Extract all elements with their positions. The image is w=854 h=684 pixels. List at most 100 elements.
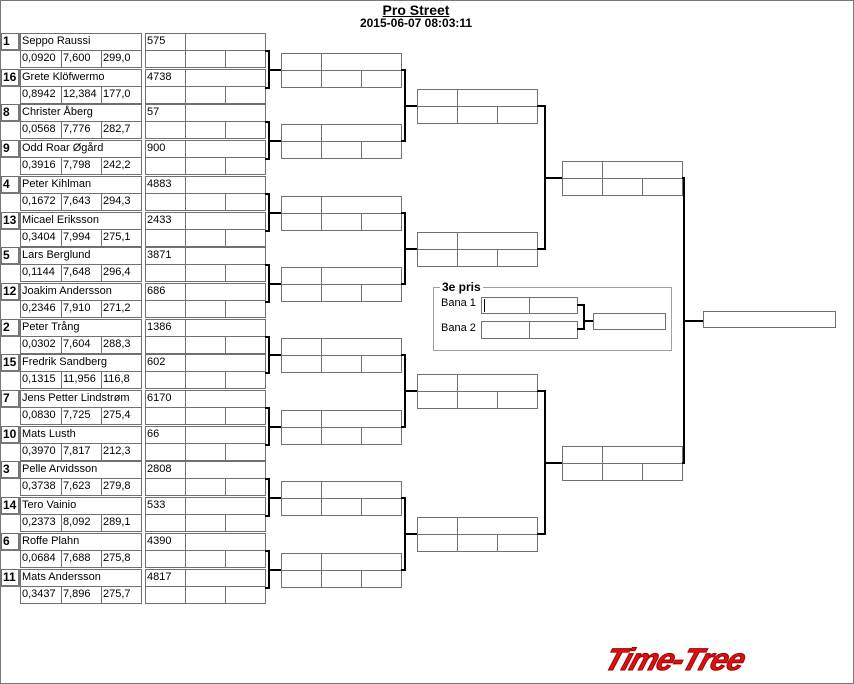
round2-match-et-cell[interactable] [321, 284, 362, 302]
round2-match-time-cell[interactable] [321, 196, 402, 214]
result-cell[interactable] [225, 121, 266, 139]
result-cell[interactable] [185, 586, 226, 604]
result-cell[interactable] [185, 229, 226, 247]
round3-match-time-cell[interactable] [457, 517, 538, 535]
semifinal-match-lane-cell[interactable] [562, 161, 603, 179]
round3-match-rt-cell[interactable] [417, 391, 458, 409]
round2-match-et-cell[interactable] [321, 213, 362, 231]
round2-match-time-cell[interactable] [321, 267, 402, 285]
result-cell[interactable] [225, 229, 266, 247]
result-cell[interactable] [225, 193, 266, 211]
result-cell[interactable] [185, 247, 266, 265]
result-cell[interactable] [185, 212, 266, 230]
result-cell[interactable] [145, 586, 186, 604]
result-cell[interactable] [225, 157, 266, 175]
result-cell[interactable] [225, 550, 266, 568]
round2-match-lane-cell[interactable] [281, 338, 322, 356]
round2-match-time-cell[interactable] [321, 53, 402, 71]
result-cell[interactable] [185, 443, 226, 461]
result-cell[interactable] [225, 371, 266, 389]
round3-match-speed-cell[interactable] [497, 106, 538, 124]
round2-match-time-cell[interactable] [321, 553, 402, 571]
result-cell[interactable] [145, 264, 186, 282]
result-cell[interactable] [225, 336, 266, 354]
result-cell[interactable] [185, 176, 266, 194]
result-cell[interactable] [145, 300, 186, 318]
final-winner-box[interactable] [703, 311, 836, 328]
result-cell[interactable] [185, 478, 226, 496]
semifinal-match-speed-cell[interactable] [642, 463, 683, 481]
round2-match-lane-cell[interactable] [281, 481, 322, 499]
third-prize-result-box[interactable] [593, 313, 666, 330]
round3-match-lane-cell[interactable] [417, 517, 458, 535]
round2-match-speed-cell[interactable] [361, 498, 402, 516]
result-cell[interactable] [185, 550, 226, 568]
semifinal-match-time-cell[interactable] [602, 446, 683, 464]
round3-match-lane-cell[interactable] [417, 374, 458, 392]
round3-match-et-cell[interactable] [457, 391, 498, 409]
round3-match-time-cell[interactable] [457, 232, 538, 250]
round2-match-speed-cell[interactable] [361, 213, 402, 231]
round2-match-time-cell[interactable] [321, 481, 402, 499]
result-cell[interactable] [185, 569, 266, 587]
semifinal-match-time-cell[interactable] [602, 161, 683, 179]
result-cell[interactable] [145, 514, 186, 532]
result-cell[interactable] [225, 514, 266, 532]
lane2-cell-b[interactable] [529, 321, 578, 339]
round2-match-lane-cell[interactable] [281, 553, 322, 571]
result-cell[interactable] [145, 157, 186, 175]
result-cell[interactable] [185, 426, 266, 444]
round3-match-et-cell[interactable] [457, 249, 498, 267]
result-cell[interactable] [185, 514, 226, 532]
round3-match-et-cell[interactable] [457, 106, 498, 124]
round3-match-time-cell[interactable] [457, 89, 538, 107]
result-cell[interactable] [145, 478, 186, 496]
result-cell[interactable] [185, 140, 266, 158]
round3-match-lane-cell[interactable] [417, 232, 458, 250]
result-cell[interactable] [185, 497, 266, 515]
result-cell[interactable] [145, 407, 186, 425]
round2-match-lane-cell[interactable] [281, 267, 322, 285]
result-cell[interactable] [185, 121, 226, 139]
round3-match-rt-cell[interactable] [417, 534, 458, 552]
result-cell[interactable] [225, 86, 266, 104]
result-cell[interactable] [225, 586, 266, 604]
round3-match-speed-cell[interactable] [497, 249, 538, 267]
result-cell[interactable] [185, 193, 226, 211]
round2-match-rt-cell[interactable] [281, 213, 322, 231]
result-cell[interactable] [185, 157, 226, 175]
round2-match-rt-cell[interactable] [281, 355, 322, 373]
round2-match-et-cell[interactable] [321, 355, 362, 373]
result-cell[interactable] [185, 33, 266, 51]
semifinal-match-speed-cell[interactable] [642, 178, 683, 196]
round2-match-speed-cell[interactable] [361, 570, 402, 588]
round2-match-et-cell[interactable] [321, 70, 362, 88]
round3-match-time-cell[interactable] [457, 374, 538, 392]
result-cell[interactable] [185, 354, 266, 372]
round2-match-speed-cell[interactable] [361, 427, 402, 445]
round2-match-et-cell[interactable] [321, 141, 362, 159]
result-cell[interactable] [225, 478, 266, 496]
round2-match-et-cell[interactable] [321, 498, 362, 516]
round2-match-rt-cell[interactable] [281, 284, 322, 302]
semifinal-match-lane-cell[interactable] [562, 446, 603, 464]
result-cell[interactable] [145, 50, 186, 68]
result-cell[interactable] [145, 121, 186, 139]
result-cell[interactable] [145, 193, 186, 211]
result-cell[interactable] [185, 390, 266, 408]
result-cell[interactable] [225, 443, 266, 461]
result-cell[interactable] [185, 407, 226, 425]
round2-match-rt-cell[interactable] [281, 141, 322, 159]
round3-match-lane-cell[interactable] [417, 89, 458, 107]
result-cell[interactable] [185, 371, 226, 389]
result-cell[interactable] [145, 336, 186, 354]
round2-match-speed-cell[interactable] [361, 70, 402, 88]
round2-match-time-cell[interactable] [321, 410, 402, 428]
result-cell[interactable] [185, 104, 266, 122]
round3-match-et-cell[interactable] [457, 534, 498, 552]
round2-match-et-cell[interactable] [321, 570, 362, 588]
result-cell[interactable] [185, 336, 226, 354]
semifinal-match-et-cell[interactable] [602, 178, 643, 196]
round2-match-speed-cell[interactable] [361, 141, 402, 159]
round2-match-time-cell[interactable] [321, 124, 402, 142]
